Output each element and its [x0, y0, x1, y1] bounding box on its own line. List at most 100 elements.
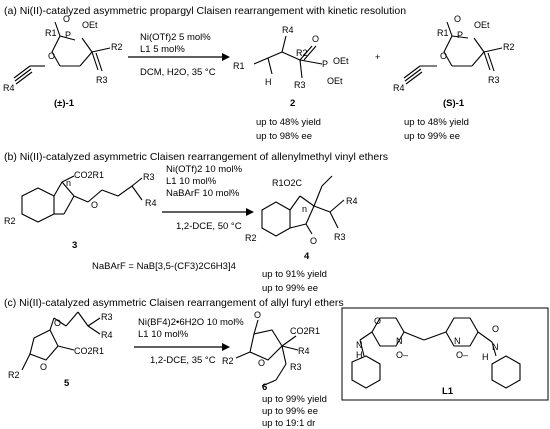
substrate-1-p-label: P	[65, 30, 71, 40]
product-2-oet-label: OEt	[333, 56, 349, 66]
substrate-1-r2-label: R2	[111, 42, 123, 52]
product-s1-structure	[403, 21, 503, 85]
ligand-o1-label: O–	[396, 350, 408, 360]
product-s1-r2-label: R2	[503, 42, 515, 52]
ligand-o2-label: O–	[456, 350, 468, 360]
section-b-yield: up to 91% yield	[262, 269, 327, 280]
product-s1-r4-label: R4	[393, 83, 405, 93]
substrate-5-o-label: O	[54, 318, 61, 328]
substrate-5-r2-label: R2	[8, 370, 20, 380]
product-s1-p-label: P	[457, 30, 463, 40]
substrate-1-o2-label: O	[48, 51, 55, 61]
substrate-3-co2r1-label: CO2R1	[74, 170, 104, 180]
ligand-l1-structure	[351, 317, 521, 389]
product-6-ring-o-label: O	[258, 358, 265, 368]
product-6-r3-label: R3	[290, 362, 302, 372]
plus-sign: +	[375, 52, 380, 62]
product-2-r1-label: R1	[233, 61, 245, 71]
ligand-nh1-label: N	[356, 340, 363, 350]
product-6-label: 6	[262, 382, 267, 393]
substrate-5-ring-o-label: O	[40, 362, 47, 372]
substrate-3-r3-label: R3	[143, 172, 155, 182]
substrate-3-structure	[21, 175, 143, 223]
conditions-c-line2: L1 10 mol%	[138, 329, 189, 340]
substrate-5-label: 5	[64, 378, 70, 389]
product-s1-r3-label: R3	[488, 75, 500, 85]
substrate-5-co2r1-label: CO2R1	[74, 346, 104, 356]
ligand-o4-label: O	[492, 324, 499, 334]
section-c-title: (c) Ni(II)-catalyzed asymmetric Claisen …	[4, 297, 344, 309]
section-a-title: (a) Ni(II)-catalyzed asymmetric propargy…	[4, 5, 406, 17]
substrate-1-o-label: O	[63, 14, 70, 24]
substrate-3-n-label: n	[66, 178, 71, 188]
conditions-a-line3: DCM, H2O, 35 °C	[140, 67, 216, 78]
section-c-ee: up to 99% ee	[262, 406, 318, 417]
conditions-c-line1: Ni(BF4)2•6H2O 10 mol%	[138, 317, 244, 328]
substrate-1-r4-label: R4	[3, 83, 15, 93]
product-2-p-label: P	[322, 59, 328, 69]
product-2-r3-label: R3	[294, 80, 306, 90]
substrate-1-label: (±)-1	[54, 98, 75, 109]
product-2-o-label: O	[312, 34, 319, 44]
ligand-h1-label: H	[356, 350, 363, 360]
product-2-r4-label: R4	[282, 25, 294, 35]
product-4-r2-label: R2	[245, 233, 257, 243]
section-b-title: (b) Ni(II)-catalyzed asymmetric Claisen …	[4, 151, 388, 163]
product-2-h-label: H	[265, 77, 272, 87]
ligand-l1-label: L1	[442, 386, 454, 397]
product-6-structure	[235, 319, 299, 387]
ligand-n2-label: N	[454, 336, 461, 346]
product-6-o-label: O	[254, 310, 261, 320]
product-4-o-label: O	[310, 236, 317, 246]
product-2-ee: up to 98% ee	[256, 131, 312, 142]
section-c-yield: up to 99% yield	[262, 394, 327, 405]
product-4-r4-label: R4	[346, 196, 358, 206]
ligand-o3-label: O	[374, 316, 381, 326]
reaction-arrow-b-head	[246, 208, 254, 216]
product-4-label: 4	[304, 251, 310, 262]
section-c-dr: up to 19:1 dr	[262, 418, 315, 429]
product-s1-o-label: O	[454, 14, 461, 24]
ligand-h2-label: H	[482, 352, 489, 362]
product-s1-o2-label: O	[440, 51, 447, 61]
substrate-1-structure	[13, 21, 111, 85]
product-s1-r1-label: R1	[437, 28, 449, 38]
conditions-b-line1: Ni(OTf)2 10 mol%	[166, 164, 243, 175]
product-2-label: 2	[290, 98, 295, 109]
ligand-nh2-label: N	[492, 342, 499, 352]
product-2-r2-label: R2	[296, 48, 308, 58]
substrate-1-r3-label: R3	[96, 75, 108, 85]
product-s1-yield: up to 48% yield	[404, 117, 469, 128]
ligand-box	[341, 307, 549, 401]
substrate-1-oet-label: OEt	[82, 20, 98, 30]
product-s1-oet-label: OEt	[474, 20, 490, 30]
product-4-r1o2c-label: R1O2C	[272, 178, 303, 188]
nabarf-definition: NaBArF = NaB[3,5-(CF3)2C6H3]4	[92, 261, 236, 272]
conditions-b-line2: L1 10 mol%	[166, 176, 217, 187]
ligand-n1-label: N	[396, 336, 403, 346]
product-2-structure	[253, 35, 323, 79]
substrate-3-r2-label: R2	[4, 216, 16, 226]
reaction-arrow-a-head	[222, 53, 230, 61]
conditions-c-line3: 1,2-DCE, 35 °C	[150, 355, 216, 366]
product-4-r3-label: R3	[334, 232, 346, 242]
product-s1-label: (S)-1	[443, 98, 465, 109]
product-2-yield: up to 48% yield	[256, 117, 321, 128]
substrate-3-r4-label: R4	[145, 198, 157, 208]
conditions-b-line3: NaBArF 10 mol%	[166, 188, 240, 199]
conditions-b-line4: 1,2-DCE, 50 °C	[176, 221, 242, 232]
substrate-3-o-label: O	[91, 200, 98, 210]
product-s1-ee: up to 99% ee	[404, 131, 460, 142]
section-b-ee: up to 99% ee	[262, 283, 318, 294]
conditions-a-line1: Ni(OTf)2 5 mol%	[140, 32, 211, 43]
substrate-3-label: 3	[72, 240, 77, 251]
product-2-oet2-label: OEt	[327, 76, 343, 86]
substrate-5-r4-label: R4	[101, 330, 113, 340]
conditions-a-line2: L1 5 mol%	[140, 44, 185, 55]
substrate-5-r3-label: R3	[101, 312, 113, 322]
product-6-co2r1-label: CO2R1	[290, 326, 320, 336]
substrate-1-r1-label: R1	[45, 28, 57, 38]
product-4-structure	[261, 175, 345, 237]
product-6-r2-label: R2	[222, 356, 234, 366]
